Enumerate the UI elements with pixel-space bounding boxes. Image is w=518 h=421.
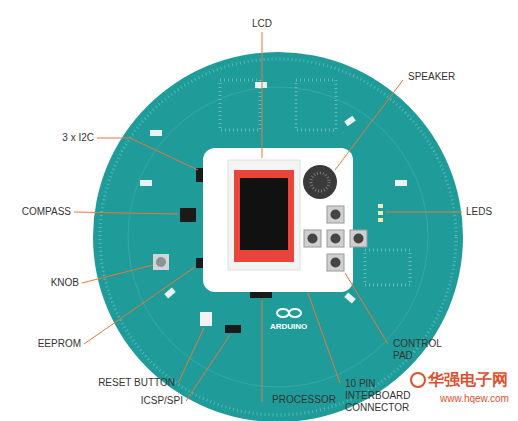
control-pad	[304, 206, 367, 271]
lcd-module	[228, 160, 300, 270]
icsp-header	[225, 325, 241, 333]
centre-area	[203, 148, 353, 292]
part-label: 3 x I2C	[62, 132, 94, 144]
part-label: LCD	[252, 18, 272, 30]
part-label: EEPROM	[38, 338, 81, 350]
connector	[344, 292, 356, 303]
speaker-grille	[311, 173, 329, 191]
part-label: CONTROL PAD	[393, 338, 445, 362]
led	[378, 211, 383, 215]
knob-shaft	[156, 257, 166, 267]
proto-area	[365, 250, 410, 285]
proto-area	[296, 80, 336, 130]
knob	[153, 254, 169, 270]
leader-lines	[74, 32, 462, 402]
logo-text: ARDUINO	[270, 321, 307, 333]
proto-area	[220, 80, 260, 130]
watermark: www.hqew.com	[440, 393, 509, 405]
part-label: KNOB	[51, 277, 79, 289]
part-label: RESET BUTTON	[98, 377, 175, 389]
lcd-frame	[234, 170, 294, 262]
part-label: ICSP/SPI	[141, 395, 183, 407]
part-label: SPEAKER	[408, 71, 455, 83]
led	[378, 204, 383, 208]
connector	[150, 130, 162, 136]
watermark-icon	[411, 373, 425, 387]
led	[378, 218, 383, 222]
lcd-screen	[240, 178, 288, 250]
part-label: 10 PIN INTERBOARD CONNECTOR	[345, 378, 427, 414]
board	[93, 52, 463, 421]
board-edge-ticks	[100, 59, 456, 415]
speaker	[303, 165, 337, 199]
connector	[255, 82, 267, 88]
watermark: 华强电子网	[428, 370, 508, 390]
connector	[344, 116, 356, 127]
part-label: LEDS	[466, 206, 492, 218]
arduino-logo	[277, 309, 301, 317]
connector	[164, 287, 176, 298]
part-label: COMPASS	[22, 206, 71, 218]
compass-chip	[180, 208, 196, 222]
connector	[140, 180, 152, 186]
reset-button	[200, 312, 212, 326]
board-ring	[128, 87, 428, 387]
connector	[395, 180, 407, 186]
part-label: PROCESSOR	[272, 394, 336, 406]
